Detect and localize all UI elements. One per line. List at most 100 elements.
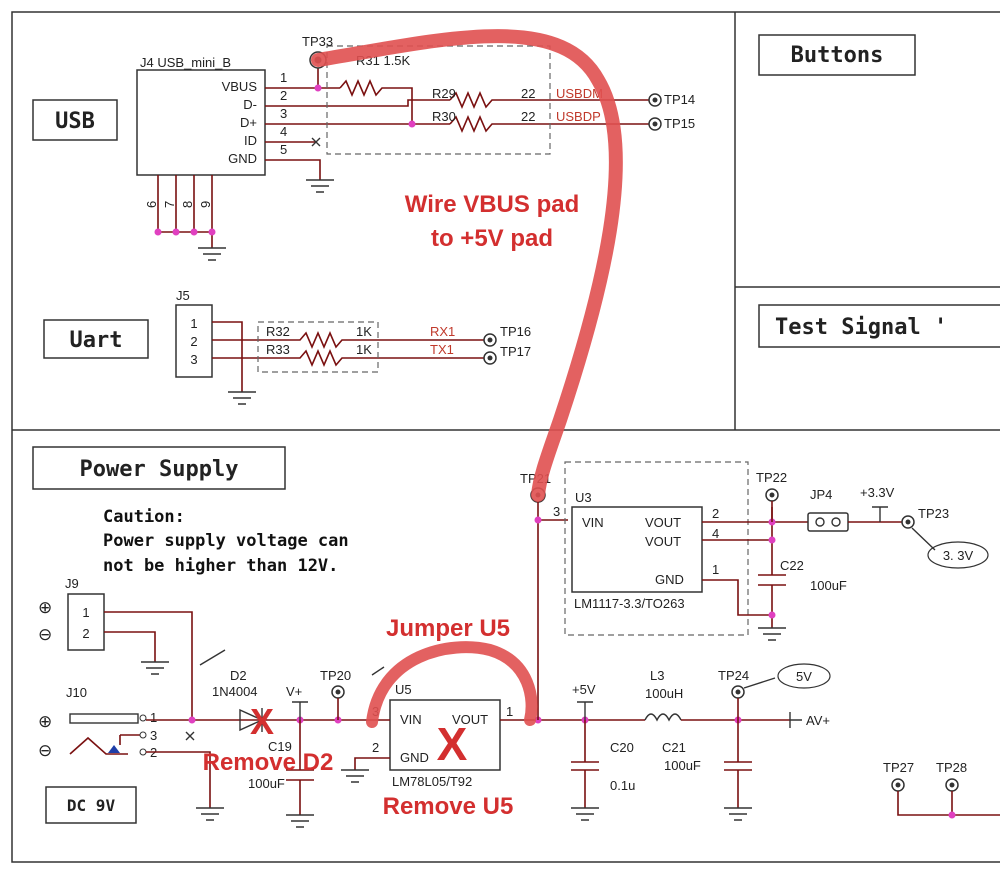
ground-symbol — [571, 807, 599, 821]
pin-num: 7 — [162, 201, 177, 208]
uart-connector: J5 1 2 3 R32 R33 1K 1K RX1 TX1 TP16 TP17 — [175, 288, 531, 405]
pin-num: 6 — [144, 201, 159, 208]
pin-num: 5 — [280, 142, 287, 157]
pin-num: 1 — [712, 562, 719, 577]
u5-gnd: GND — [400, 750, 429, 765]
c22-label: C22 — [780, 558, 804, 573]
j5-label: J5 — [176, 288, 190, 303]
pin-num: 1 — [82, 605, 89, 620]
rx-net: RX1 — [430, 324, 455, 339]
pin-num: 8 — [180, 201, 195, 208]
pin-num: 2 — [82, 626, 89, 641]
r29-value: 22 — [521, 86, 535, 101]
tp27-tp28: TP27 TP28 — [883, 760, 1000, 819]
usbdm-net: USBDM — [556, 86, 603, 101]
pin-gnd: GND — [228, 151, 257, 166]
wire-note-line2: to +5V pad — [431, 225, 553, 252]
ground-symbol — [341, 769, 369, 783]
pin-num: 4 — [712, 526, 719, 541]
v5-label: +5V — [572, 682, 596, 697]
l3-label: L3 — [650, 668, 664, 683]
r33-label: R33 — [266, 342, 290, 357]
c19-label: C19 — [268, 739, 292, 754]
annotation-layer: Wire VBUS pad to +5V pad Jumper U5 Remov… — [203, 29, 623, 820]
tp16-label: TP16 — [500, 324, 531, 339]
u3-label: U3 — [575, 490, 592, 505]
minus-symbol: ⊖ — [38, 625, 52, 644]
u5-regulator: U5 VIN VOUT GND LM78L05/T92 3 2 1 — [341, 682, 520, 789]
section-buttons-box: Buttons — [758, 34, 916, 76]
d2-diode: D2 1N4004 — [199, 649, 264, 732]
pin-id: ID — [244, 133, 257, 148]
section-usb-box: USB — [32, 99, 118, 141]
pin-num: 3 — [280, 106, 287, 121]
ground-symbol — [141, 661, 169, 675]
ground-symbol — [758, 627, 786, 641]
pin-dm: D- — [243, 97, 257, 112]
tp22-label: TP22 — [756, 470, 787, 485]
u5-vin: VIN — [400, 712, 422, 727]
tp24-label: TP24 — [718, 668, 749, 683]
r33-value: 1K — [356, 342, 372, 357]
j4-label: J4 USB_mini_B — [140, 55, 231, 70]
tx-net: TX1 — [430, 342, 454, 357]
pin-dp: D+ — [240, 115, 257, 130]
remove-d2-note: Remove D2 — [203, 749, 334, 776]
ground-symbol — [306, 179, 334, 193]
section-dc-box: DC 9V — [45, 786, 137, 824]
r32-label: R32 — [266, 324, 290, 339]
ground-symbol — [724, 807, 752, 821]
section-uart-label: Uart — [70, 328, 123, 353]
c22-value: 100uF — [810, 578, 847, 593]
tp28-label: TP28 — [936, 760, 967, 775]
c19-value: 100uF — [248, 776, 285, 791]
section-usb-label: USB — [55, 109, 95, 134]
tp20-label: TP20 — [320, 668, 351, 683]
section-test-signal-label: Test Signal ' — [775, 315, 947, 340]
pin-num: 3 — [553, 504, 560, 519]
v33-bubble: 3. 3V — [943, 548, 974, 563]
v5-bubble: 5V — [796, 669, 812, 684]
section-test-signal-box: Test Signal ' — [758, 304, 1000, 348]
caution-line2: Power supply voltage can — [103, 531, 349, 551]
r30-value: 22 — [521, 109, 535, 124]
ground-symbol — [196, 807, 224, 821]
remove-u5-note: Remove U5 — [383, 793, 514, 820]
plus-symbol: ⊕ — [38, 598, 52, 617]
plus-symbol: ⊕ — [38, 712, 52, 731]
pin-num: 3 — [150, 728, 157, 743]
pin-num: 2 — [280, 88, 287, 103]
vplus-label: V+ — [286, 684, 302, 699]
pin-vbus: VBUS — [222, 79, 258, 94]
tp20: TP20 — [320, 666, 385, 720]
u3-vin: VIN — [582, 515, 604, 530]
j10-label: J10 — [66, 685, 87, 700]
remove-d2-x-icon: X — [250, 701, 274, 742]
jumper-note: Jumper U5 — [386, 615, 510, 642]
j9-connector: J9 ⊕ ⊖ 1 2 — [38, 576, 193, 720]
c21-value: 100uF — [664, 758, 701, 773]
caution-line1: Caution: — [103, 507, 185, 527]
r32-value: 1K — [356, 324, 372, 339]
r30-label: R30 — [432, 109, 456, 124]
d2-label: D2 — [230, 668, 247, 683]
r29-label: R29 — [432, 86, 456, 101]
usbdp-net: USBDP — [556, 109, 601, 124]
frame — [11, 11, 1000, 863]
u5-label: U5 — [395, 682, 412, 697]
pin-num: 2 — [372, 740, 379, 755]
pin-num: 4 — [280, 124, 287, 139]
vbus-jumper-wire — [311, 29, 623, 502]
section-power-box: Power Supply — [32, 446, 286, 490]
tp23-label: TP23 — [918, 506, 949, 521]
tp15-label: TP15 — [664, 116, 695, 131]
c20-value: 0.1u — [610, 778, 635, 793]
d2-part: 1N4004 — [212, 684, 258, 699]
tp27-label: TP27 — [883, 760, 914, 775]
c20-label: C20 — [610, 740, 634, 755]
v33-label: +3.3V — [860, 485, 895, 500]
section-dc-label: DC 9V — [67, 796, 116, 815]
section-power-label: Power Supply — [80, 457, 239, 482]
j9-label: J9 — [65, 576, 79, 591]
